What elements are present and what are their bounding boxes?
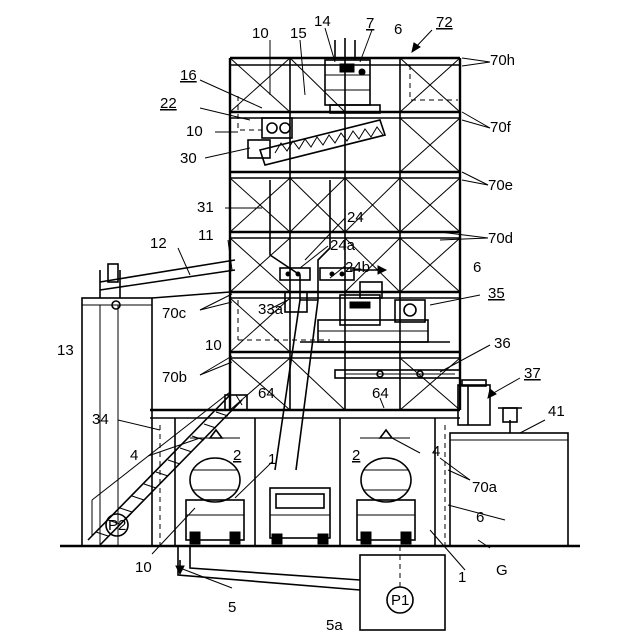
label-6-bottom: 6 [476, 509, 484, 526]
label-7: 7 [366, 15, 374, 32]
label-64-left: 64 [258, 385, 275, 402]
label-13: 13 [57, 342, 74, 359]
silo-hopper [270, 180, 330, 470]
label-64-right: 64 [372, 385, 389, 402]
reference-numerals: 72 70h 70f 70e 70d 70c 70b 70a 10 10 10 … [57, 13, 565, 634]
label-P1: P1 [391, 592, 409, 609]
label-24: 24 [347, 209, 364, 226]
hopper-37 [458, 380, 490, 425]
label-70b: 70b [162, 369, 187, 386]
label-14: 14 [314, 13, 331, 30]
label-1-left: 1 [268, 451, 276, 468]
label-5a: 5a [326, 617, 343, 634]
label-2-left: 2 [233, 447, 241, 464]
mixer-truck-left [186, 458, 244, 544]
label-22: 22 [160, 95, 177, 112]
label-10-mid: 10 [205, 337, 222, 354]
label-70c: 70c [162, 305, 187, 322]
label-15: 15 [290, 25, 307, 42]
label-4-right: 4 [432, 443, 440, 460]
top-mixer [325, 38, 380, 113]
label-10-upper: 10 [186, 123, 203, 140]
label-37: 37 [524, 365, 541, 382]
label-34: 34 [92, 411, 109, 428]
label-35: 35 [488, 285, 505, 302]
label-6-top: 6 [394, 21, 402, 38]
label-11: 11 [198, 227, 214, 244]
label-72: 72 [436, 14, 453, 31]
label-1-right: 1 [458, 569, 466, 586]
label-70a: 70a [472, 479, 498, 496]
label-P2: P2 [108, 517, 126, 534]
label-33a: 33a [258, 301, 284, 318]
label-4-left: 4 [130, 447, 138, 464]
truck-center [270, 488, 330, 544]
label-16: 16 [180, 67, 197, 84]
label-5: 5 [228, 599, 236, 616]
label-30: 30 [180, 150, 197, 167]
label-10-bottom: 10 [135, 559, 152, 576]
label-31: 31 [197, 199, 214, 216]
inclined-conveyor [248, 118, 385, 165]
label-G: G [496, 562, 508, 579]
label-70f: 70f [490, 119, 512, 136]
label-6-mid: 6 [473, 259, 481, 276]
label-41: 41 [548, 403, 565, 420]
tower-frame [230, 58, 460, 410]
label-10-top: 10 [252, 25, 269, 42]
label-24b: 24b [345, 259, 370, 276]
label-12: 12 [150, 235, 167, 252]
label-70e: 70e [488, 177, 513, 194]
building-13 [82, 260, 235, 546]
label-36: 36 [494, 335, 511, 352]
label-70d: 70d [488, 230, 513, 247]
label-2-right: 2 [352, 447, 360, 464]
mixer-truck-right [357, 458, 415, 544]
building-41 [450, 408, 568, 546]
label-70h: 70h [490, 52, 515, 69]
label-24a: 24a [330, 237, 356, 254]
